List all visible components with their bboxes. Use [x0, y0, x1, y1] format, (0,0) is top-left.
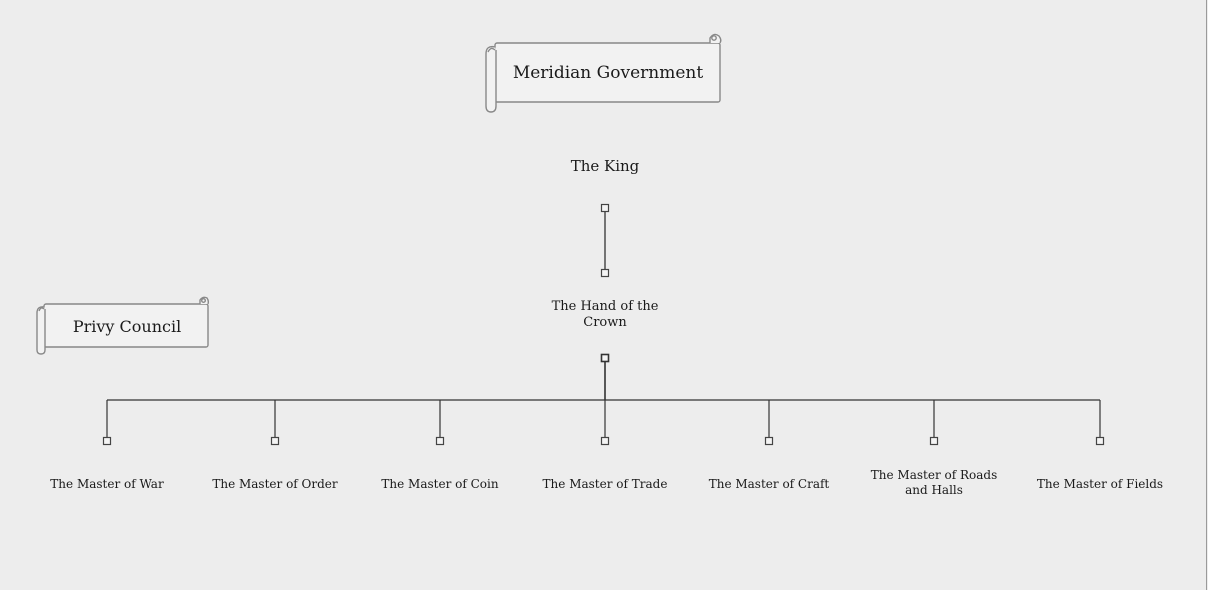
handle-master-of-fields-icon[interactable] [1095, 436, 1105, 446]
handle-master-of-war-icon[interactable] [102, 436, 112, 446]
handle-master-of-craft-icon[interactable] [764, 436, 774, 446]
node-master-of-war[interactable]: The Master of War [50, 477, 164, 491]
node-the-king[interactable]: The King [570, 157, 640, 175]
node-master-of-coin[interactable]: The Master of Coin [381, 477, 499, 491]
hand-bottom-handle-icon[interactable] [600, 353, 610, 363]
handle-master-of-coin-icon[interactable] [435, 436, 445, 446]
node-master-of-craft[interactable]: The Master of Craft [708, 477, 830, 491]
handle-master-of-trade-icon[interactable] [600, 436, 610, 446]
node-master-of-order[interactable]: The Master of Order [212, 477, 338, 491]
hand-top-handle-icon[interactable] [600, 268, 610, 278]
hand-masters-connectors [102, 353, 1105, 446]
council-scroll-icon [36, 296, 210, 355]
node-master-of-roads-and-halls[interactable]: The Master of Roads and Halls [870, 468, 998, 497]
handle-master-of-order-icon[interactable] [270, 436, 280, 446]
node-master-of-trade[interactable]: The Master of Trade [542, 477, 668, 491]
node-the-hand[interactable]: The Hand of the Crown [551, 299, 659, 331]
king-handle-icon[interactable] [600, 203, 610, 213]
handle-master-of-roads-and-halls-icon[interactable] [929, 436, 939, 446]
title-scroll-icon [485, 33, 722, 113]
king-hand-connector [600, 203, 610, 278]
node-master-of-fields[interactable]: The Master of Fields [1036, 477, 1164, 491]
canvas-edge [1206, 0, 1207, 590]
